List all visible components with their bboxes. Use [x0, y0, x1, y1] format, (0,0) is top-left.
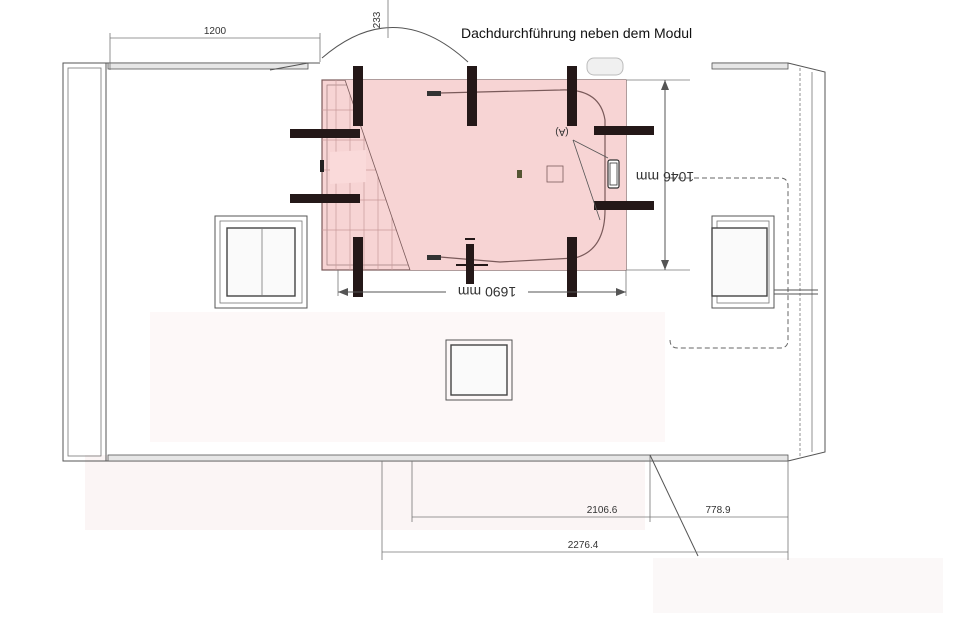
dim-arc-233: 233 [321, 0, 469, 63]
dim-module-width: 1690 mm [337, 270, 627, 300]
dim-top-1200: 1200 [109, 26, 321, 70]
dim-bottom: 2106.6 778.9 2276.4 [381, 454, 789, 560]
shade-bottom-right [653, 558, 943, 613]
shade-left [85, 455, 645, 530]
skylight-center [445, 339, 513, 401]
marker-a: (A) [555, 126, 609, 221]
svg-text:233: 233 [372, 11, 383, 28]
svg-text:2276.4: 2276.4 [568, 540, 599, 551]
vehicle-outline [62, 62, 826, 462]
skylight-left [214, 215, 308, 309]
svg-text:778.9: 778.9 [705, 505, 730, 516]
shade-lower [150, 312, 665, 442]
junction-box [546, 165, 564, 183]
svg-text:2106.6: 2106.6 [587, 505, 618, 516]
annotation-label: Dachdurchführung neben dem Modul [461, 25, 692, 41]
connector-right [607, 159, 620, 189]
connector-top [427, 91, 441, 96]
svg-text:(A): (A) [555, 126, 568, 137]
connector-bottom [427, 255, 441, 260]
svg-text:1046 mm: 1046 mm [636, 169, 694, 185]
dim-module-height: 1046 mm [626, 79, 694, 271]
svg-text:1200: 1200 [204, 26, 227, 37]
roof-penetration-symbol [586, 57, 624, 76]
svg-text:1690 mm: 1690 mm [458, 284, 516, 300]
skylight-right [669, 177, 818, 349]
mounting-bars [290, 66, 654, 299]
